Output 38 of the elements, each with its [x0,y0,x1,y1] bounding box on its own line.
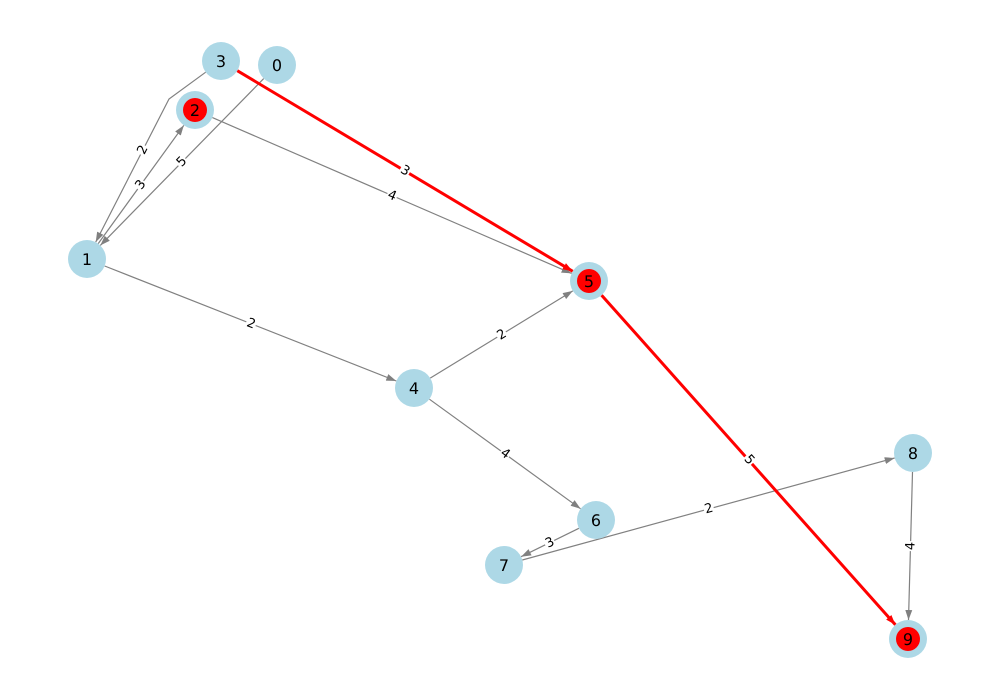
graph-node [68,240,106,278]
node-label: 6 [590,512,602,528]
arrow [905,472,914,620]
arrow [429,398,581,510]
node-label: 7 [498,556,510,574]
node-label: 1 [82,250,92,268]
arrow [95,72,206,242]
graph-node [577,501,615,539]
node-label: 4 [408,380,420,396]
graph-node [176,91,214,129]
edge-label: 4 [904,540,918,552]
graph-node [570,262,608,300]
arrow [212,117,572,274]
graph-node [889,620,927,658]
node-label: 2 [190,102,200,118]
arrow [236,69,574,273]
highlighted-node [183,98,207,122]
node-label: 8 [908,444,918,462]
arrow [600,294,897,626]
graph-node [894,434,932,472]
arrow [98,125,184,244]
highlighted-node [896,627,920,651]
arrow [104,265,397,382]
arrow [520,528,580,558]
edge-label: 2 [494,326,510,343]
graph-node [202,42,240,80]
node-label: 0 [272,56,282,74]
highlighted-node [577,269,601,293]
node-label: 3 [216,52,226,70]
graph-node [395,369,433,407]
arrow [100,78,264,246]
arrow [522,457,895,561]
graph-node [258,46,296,84]
node-label: 9 [902,630,914,648]
arrow [430,290,574,379]
graph-node [485,546,523,584]
node-label: 5 [584,272,594,290]
edge-label: 2 [243,316,258,332]
